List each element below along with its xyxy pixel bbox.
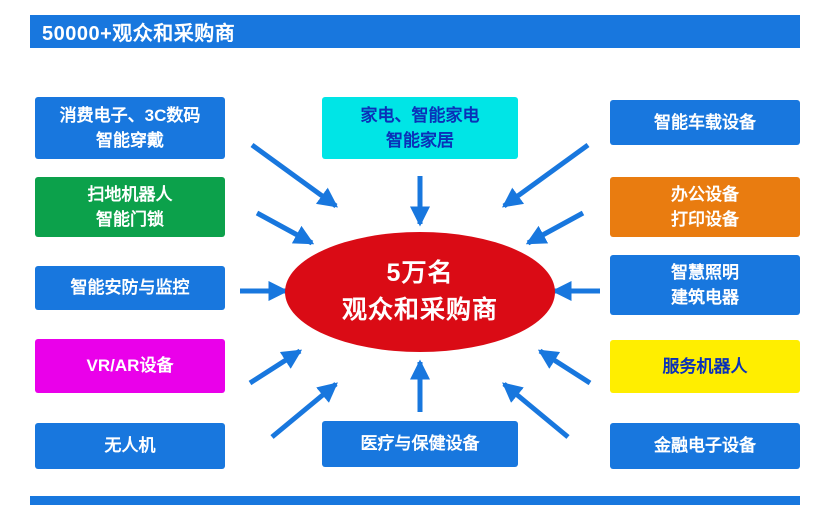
arrow-from-vr-ar [248, 348, 303, 386]
center-line-1: 5万名 [386, 258, 454, 287]
box-line: 消费电子、3C数码 [59, 105, 201, 125]
box-line: 智能车载设备 [654, 112, 756, 132]
box-financial-electronics: 金融电子设备 [610, 423, 800, 469]
arrow-from-robot-vacuum [255, 210, 315, 246]
box-robot-vacuum-smart-lock: 扫地机器人 智能门锁 [35, 177, 225, 237]
box-smart-vehicle: 智能车载设备 [610, 100, 800, 145]
box-office-printing: 办公设备 打印设备 [610, 177, 800, 237]
box-medical-health: 医疗与保健设备 [322, 421, 518, 467]
box-line: 智能门锁 [96, 210, 164, 229]
box-line: 智能穿戴 [96, 131, 164, 150]
center-ellipse: 5万名 观众和采购商 [285, 232, 555, 352]
center-line-2: 观众和采购商 [341, 296, 498, 324]
box-service-robot: 服务机器人 [610, 340, 800, 393]
header-bar: 50000+观众和采购商 [30, 15, 800, 48]
box-line: 金融电子设备 [654, 436, 756, 456]
arrow-from-office-printing [525, 210, 585, 246]
box-line: 办公设备 [671, 184, 739, 204]
box-line: 无人机 [104, 436, 156, 456]
box-smart-security: 智能安防与监控 [35, 266, 225, 310]
box-consumer-electronics-3c: 消费电子、3C数码 智能穿戴 [35, 97, 225, 159]
box-line: 医疗与保健设备 [360, 434, 480, 454]
box-line: 智能家居 [386, 131, 454, 150]
box-vr-ar: VR/AR设备 [35, 339, 225, 393]
box-line: 家电、智能家电 [360, 105, 480, 125]
box-line: 服务机器人 [662, 356, 748, 376]
box-line: 智慧照明 [671, 262, 739, 282]
header-title: 50000+观众和采购商 [42, 23, 236, 45]
arrow-from-service-robot [537, 348, 592, 386]
box-line: 智能安防与监控 [70, 278, 190, 298]
box-line: VR/AR设备 [86, 356, 174, 376]
box-line: 建筑电器 [671, 288, 739, 307]
box-drone: 无人机 [35, 423, 225, 469]
box-smart-lighting-building: 智慧照明 建筑电器 [610, 255, 800, 315]
box-line: 打印设备 [671, 210, 739, 229]
footer-strip [30, 496, 800, 505]
box-home-appliance: 家电、智能家电 智能家居 [322, 97, 518, 159]
box-line: 扫地机器人 [87, 184, 173, 204]
